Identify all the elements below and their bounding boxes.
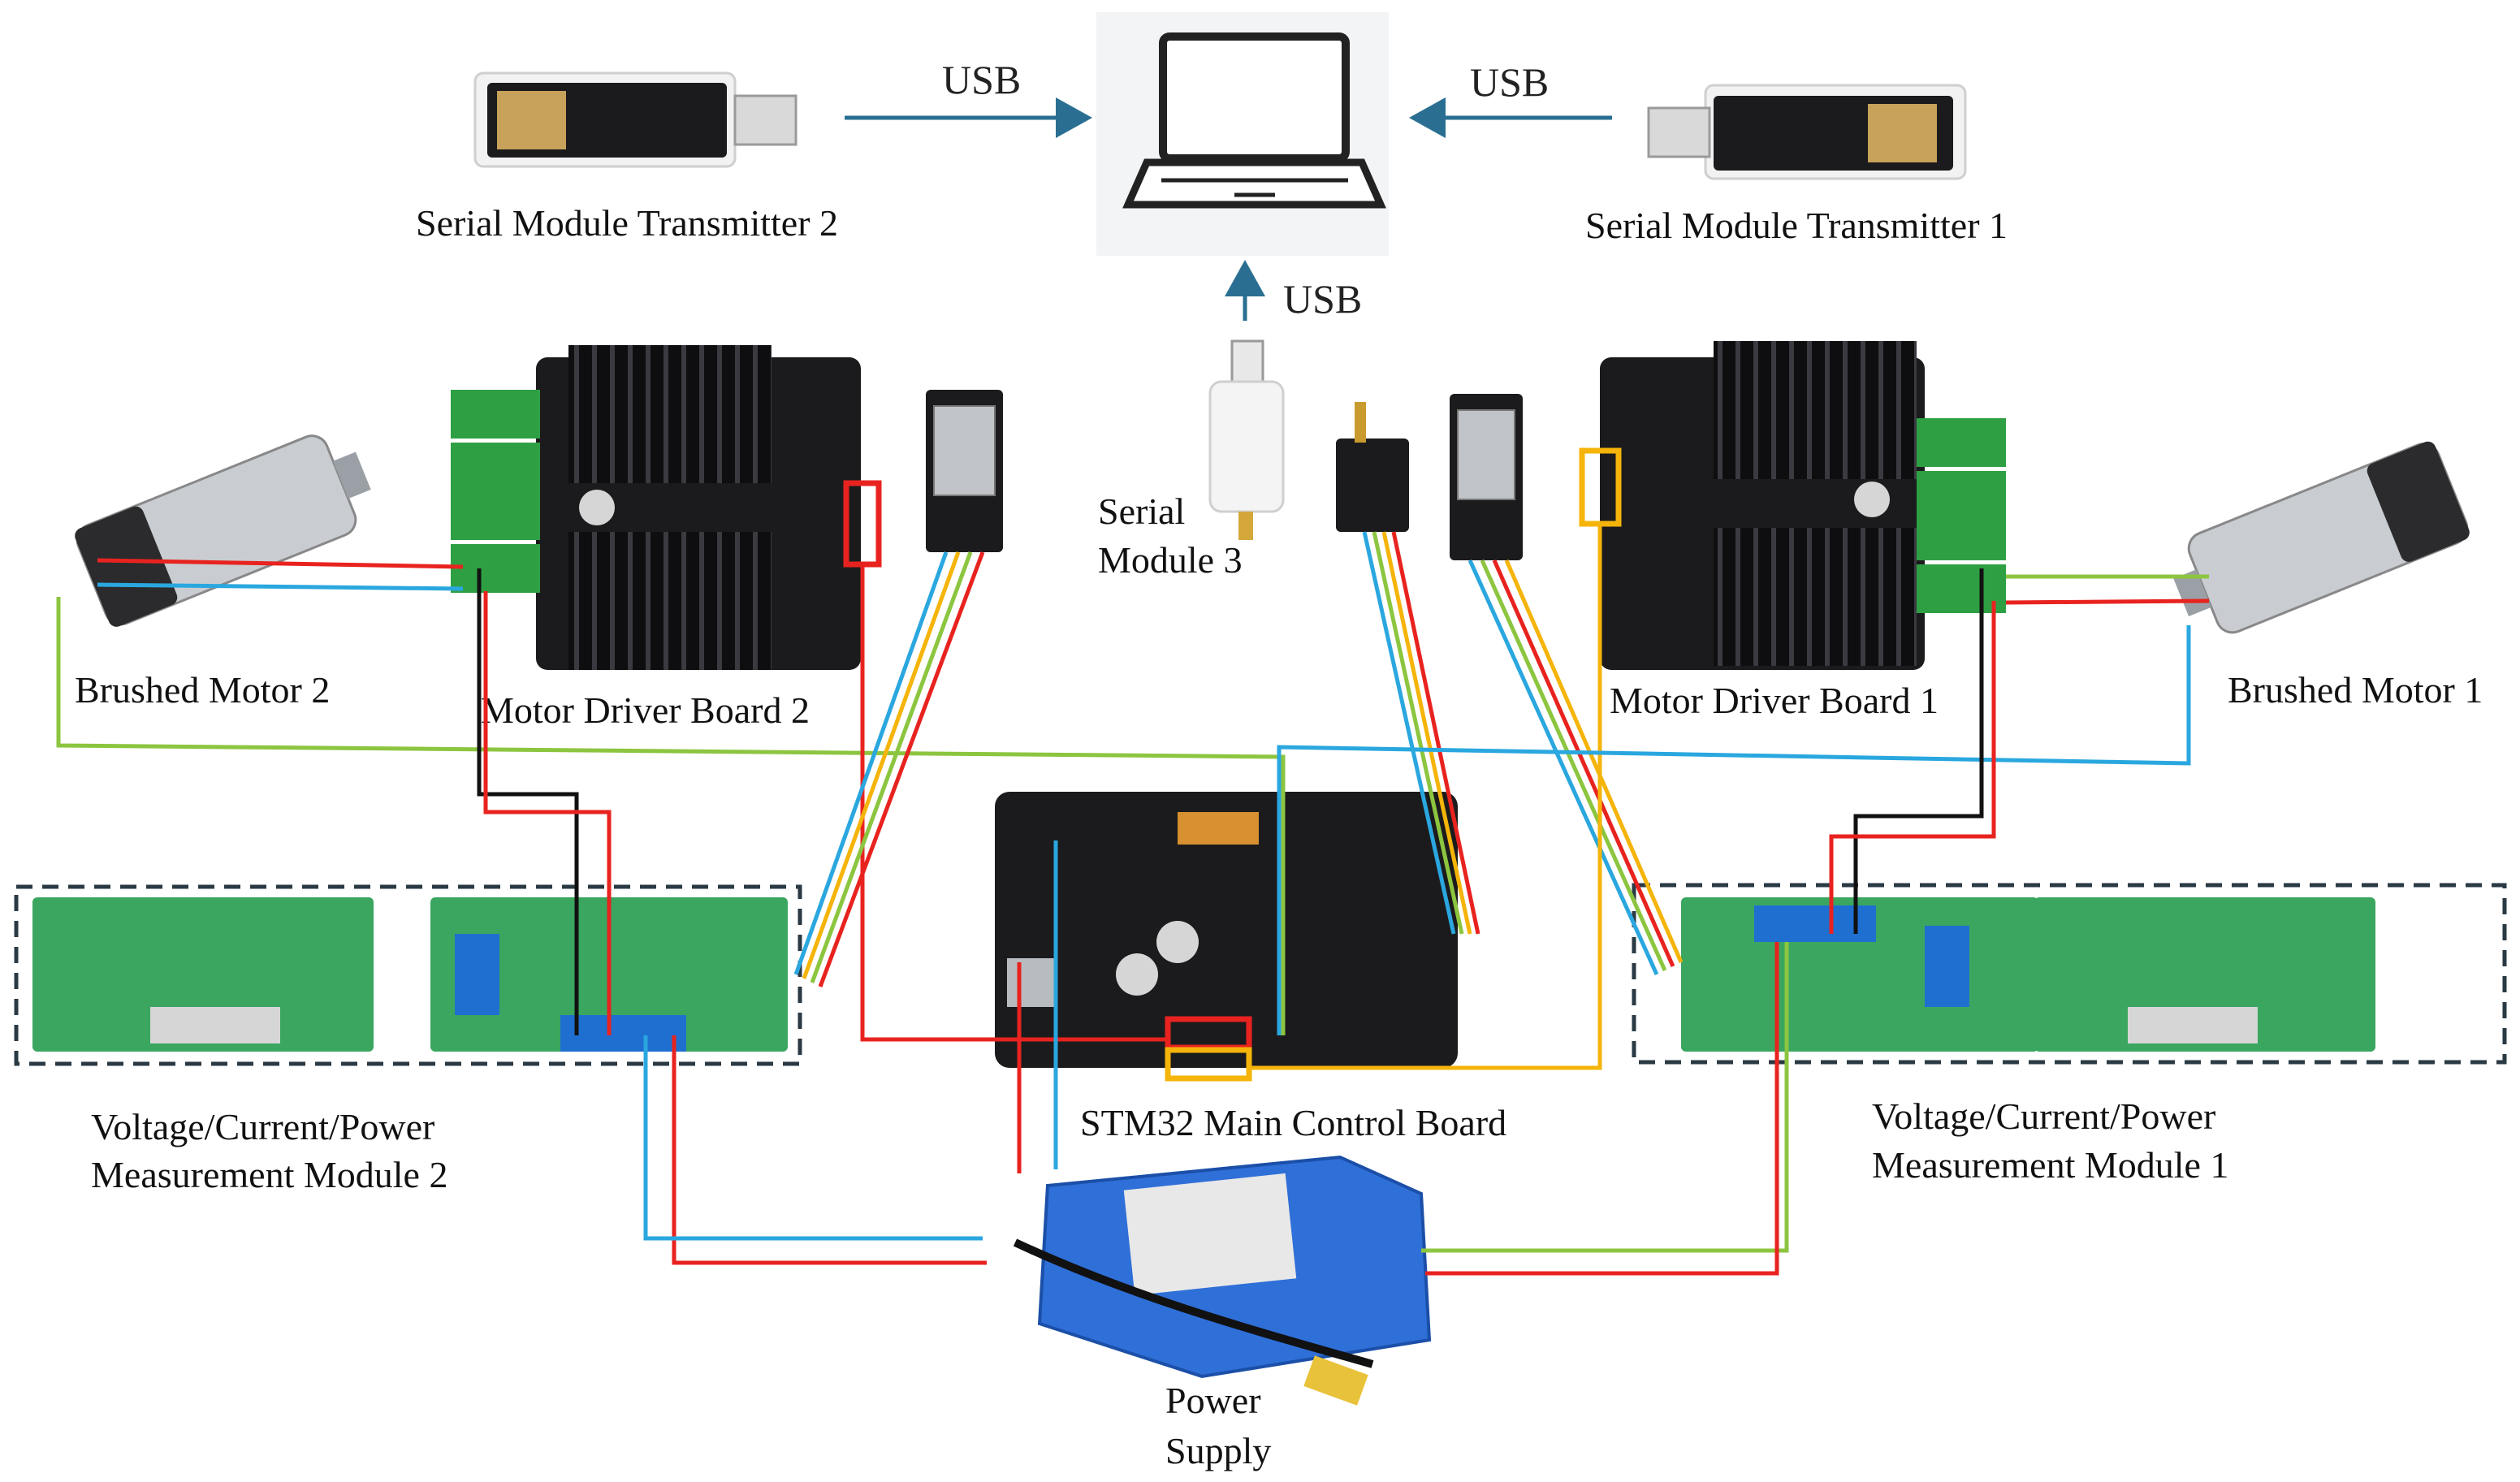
wire-motor2-red — [97, 558, 464, 569]
wire-rf-left-red — [818, 551, 985, 987]
motor-driver-board-2 — [451, 345, 882, 670]
label-power-line2: Supply — [1165, 1430, 1271, 1471]
wire-rf-left-green — [810, 551, 973, 983]
highlight-stm32-header-orange — [1165, 1047, 1252, 1082]
brushed-motor-2 — [75, 434, 371, 627]
wire-driver1-red — [1829, 601, 1996, 934]
usb-label-right: USB — [1470, 59, 1549, 105]
wire-rf-right-green — [1480, 559, 1667, 972]
wire-ant-blue — [1362, 531, 1456, 935]
battery-pack — [1013, 1155, 1432, 1406]
usb-label-center: USB — [1283, 276, 1362, 322]
wire-rf-right-red — [1492, 559, 1675, 968]
wire-motor1-red — [2005, 598, 2210, 605]
label-motor-driver-board-1: Motor Driver Board 1 — [1610, 680, 1939, 721]
rf-module-antenna — [1336, 402, 1409, 532]
label-power-line1: Power — [1165, 1380, 1261, 1421]
wire-rf-right-orange — [1504, 560, 1684, 963]
motor-driver-board-1 — [1579, 341, 2006, 670]
label-transmitter-2: Serial Module Transmitter 2 — [416, 202, 838, 244]
label-serial-module-3-line2: Module 3 — [1098, 539, 1243, 581]
wire-ant-orange — [1381, 531, 1472, 935]
wire-battery-meas1-red — [1425, 942, 1779, 1276]
wire-ant-green — [1372, 531, 1464, 935]
brushed-motor-1 — [2173, 441, 2470, 634]
rf-module-left — [926, 390, 1003, 552]
usb-label-left: USB — [942, 57, 1021, 102]
rf-module-right — [1450, 394, 1523, 560]
wire-driver2-to-stm32 — [860, 564, 1169, 1042]
wire-battery-meas2-red — [672, 1035, 987, 1265]
wire-battery-meas1-green — [1421, 942, 1789, 1253]
wire-rf-right-blue — [1467, 559, 1659, 976]
measurement-module-2 — [14, 884, 802, 1066]
wire-motor2-blue — [97, 582, 464, 591]
label-measurement-2-line1: Voltage/Current/Power — [91, 1106, 434, 1147]
serial-module-3 — [1208, 339, 1285, 540]
label-motor-driver-board-2: Motor Driver Board 2 — [481, 689, 810, 731]
wiring — [56, 524, 2210, 1276]
wire-rf-left-orange — [802, 551, 961, 979]
stm32-main-board — [995, 792, 1458, 1082]
label-stm32: STM32 Main Control Board — [1080, 1102, 1506, 1143]
label-measurement-1-line2: Measurement Module 1 — [1872, 1144, 2228, 1186]
wire-rf-left-blue — [793, 551, 949, 975]
measurement-module-1 — [1632, 883, 2507, 1065]
wire-driver2-black — [477, 568, 579, 1035]
label-transmitter-1: Serial Module Transmitter 1 — [1585, 205, 2008, 246]
serial-transmitter-2 — [473, 71, 797, 168]
serial-transmitter-1 — [1647, 84, 1967, 180]
wire-battery-meas2-blue — [643, 1035, 983, 1241]
laptop-icon — [1096, 12, 1389, 256]
label-serial-module-3-line1: Serial — [1098, 490, 1185, 532]
wire-driver1-black — [1853, 568, 1984, 934]
wire-motor1-blue — [1277, 625, 2191, 1035]
label-measurement-1-line1: Voltage/Current/Power — [1872, 1095, 2215, 1137]
label-brushed-motor-1: Brushed Motor 1 — [2228, 669, 2483, 711]
wire-motor2-green — [56, 597, 1286, 1035]
label-brushed-motor-2: Brushed Motor 2 — [75, 669, 330, 711]
wire-driver2-red — [483, 591, 612, 1035]
label-measurement-2-line2: Measurement Module 2 — [91, 1154, 447, 1195]
wire-driver1-to-stm32 — [1251, 524, 1602, 1070]
wire-ant-red — [1391, 531, 1480, 935]
